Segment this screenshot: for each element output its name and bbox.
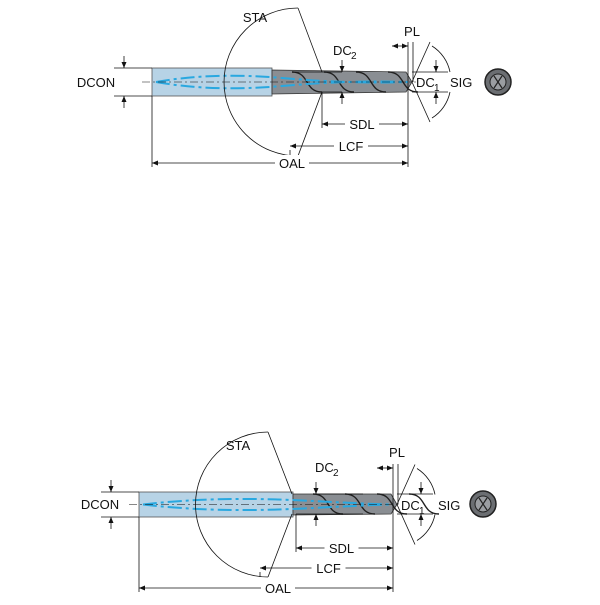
sig-line xyxy=(411,81,431,123)
sta-arc xyxy=(195,431,269,578)
sta-line xyxy=(297,7,323,73)
oal-dimension-arrow-right xyxy=(387,585,393,591)
lcf-label-bg xyxy=(311,560,346,576)
oal-label-bg xyxy=(275,155,309,171)
lcf-dimension-arrow-right xyxy=(402,143,408,149)
pl-arrow-in-arrow-left xyxy=(377,465,383,471)
dcon-label: DCON xyxy=(81,497,119,512)
flute-edge xyxy=(344,493,376,515)
sdl-dimension-arrow-right xyxy=(387,545,393,551)
pl-label: PL xyxy=(389,445,405,460)
sdl-dimension-arrow-right xyxy=(402,121,408,127)
sdl-label-bg xyxy=(324,540,359,556)
drill-end-cross xyxy=(493,75,503,89)
sta-line xyxy=(297,91,323,157)
dc1-arrow-bottom-head xyxy=(433,92,439,98)
flute-edge xyxy=(376,493,408,515)
dc1-subscript: 1 xyxy=(419,506,425,517)
drill-end-cross xyxy=(478,497,488,511)
dc1-arrow-top-head xyxy=(418,488,424,494)
sig-arc xyxy=(431,45,451,73)
sdl-dimension-arrow-left xyxy=(296,545,302,551)
sta-line xyxy=(267,513,293,578)
dc1-arrow-top-head xyxy=(433,66,439,72)
dcon-arrow-bottom-head xyxy=(108,517,114,523)
sig-line xyxy=(396,504,416,545)
pl-arrow-in-arrow-left xyxy=(392,43,398,49)
oal-dimension-arrow-left xyxy=(152,160,158,166)
sta-line xyxy=(267,431,293,495)
flute-edge xyxy=(312,493,344,515)
flute-edge xyxy=(408,493,440,515)
dc2-label: DC xyxy=(315,460,334,475)
sta-arc xyxy=(223,7,299,157)
lcf-dimension-arrow-left xyxy=(290,143,296,149)
dc2-subscript: 2 xyxy=(351,51,357,62)
pl-label: PL xyxy=(404,24,420,39)
dc2-label: DC xyxy=(333,43,352,58)
dc2-arrow-top-head xyxy=(339,66,345,72)
sig-arc xyxy=(416,468,436,495)
sig-line xyxy=(411,41,431,83)
oal-label-bg xyxy=(261,580,295,596)
coolant-channel xyxy=(155,80,409,90)
oal-label: OAL xyxy=(279,156,305,171)
dc2-arrow-bottom-head xyxy=(339,92,345,98)
lcf-label-bg xyxy=(334,138,368,154)
lcf-dimension-arrow-left xyxy=(260,565,266,571)
sig-arc xyxy=(416,514,436,541)
dc1-arrow-bottom-head xyxy=(418,514,424,520)
sig-label: SIG xyxy=(450,75,472,90)
dc2-arrow-top-head xyxy=(313,488,319,494)
sdl-label: SDL xyxy=(349,117,374,132)
dc1-subscript: 1 xyxy=(434,83,440,94)
sta-label: STA xyxy=(226,438,251,453)
dc1-label: DC xyxy=(401,498,420,513)
pl-arrow-in-arrow-right xyxy=(402,43,408,49)
sig-line xyxy=(396,464,416,505)
dc2-arrow-bottom-head xyxy=(313,514,319,520)
lcf-label: LCF xyxy=(316,561,341,576)
dcon-arrow-bottom-head xyxy=(121,96,127,102)
oal-label: OAL xyxy=(265,581,291,596)
dcon-label: DCON xyxy=(77,75,115,90)
sdl-label: SDL xyxy=(329,541,354,556)
lcf-dimension-arrow-right xyxy=(387,565,393,571)
dc2-subscript: 2 xyxy=(333,468,339,479)
pl-arrow-in-arrow-right xyxy=(387,465,393,471)
dc1-label: DC xyxy=(416,75,435,90)
dcon-arrow-top-head xyxy=(121,62,127,68)
sig-label: SIG xyxy=(438,498,460,513)
coolant-channel xyxy=(155,74,409,84)
sta-label: STA xyxy=(243,10,268,25)
sig-arc xyxy=(431,91,451,119)
sdl-label-bg xyxy=(345,116,379,132)
sdl-dimension-arrow-left xyxy=(322,121,328,127)
oal-dimension-arrow-right xyxy=(402,160,408,166)
dcon-arrow-top-head xyxy=(108,486,114,492)
oal-dimension-arrow-left xyxy=(139,585,145,591)
lcf-label: LCF xyxy=(339,139,364,154)
